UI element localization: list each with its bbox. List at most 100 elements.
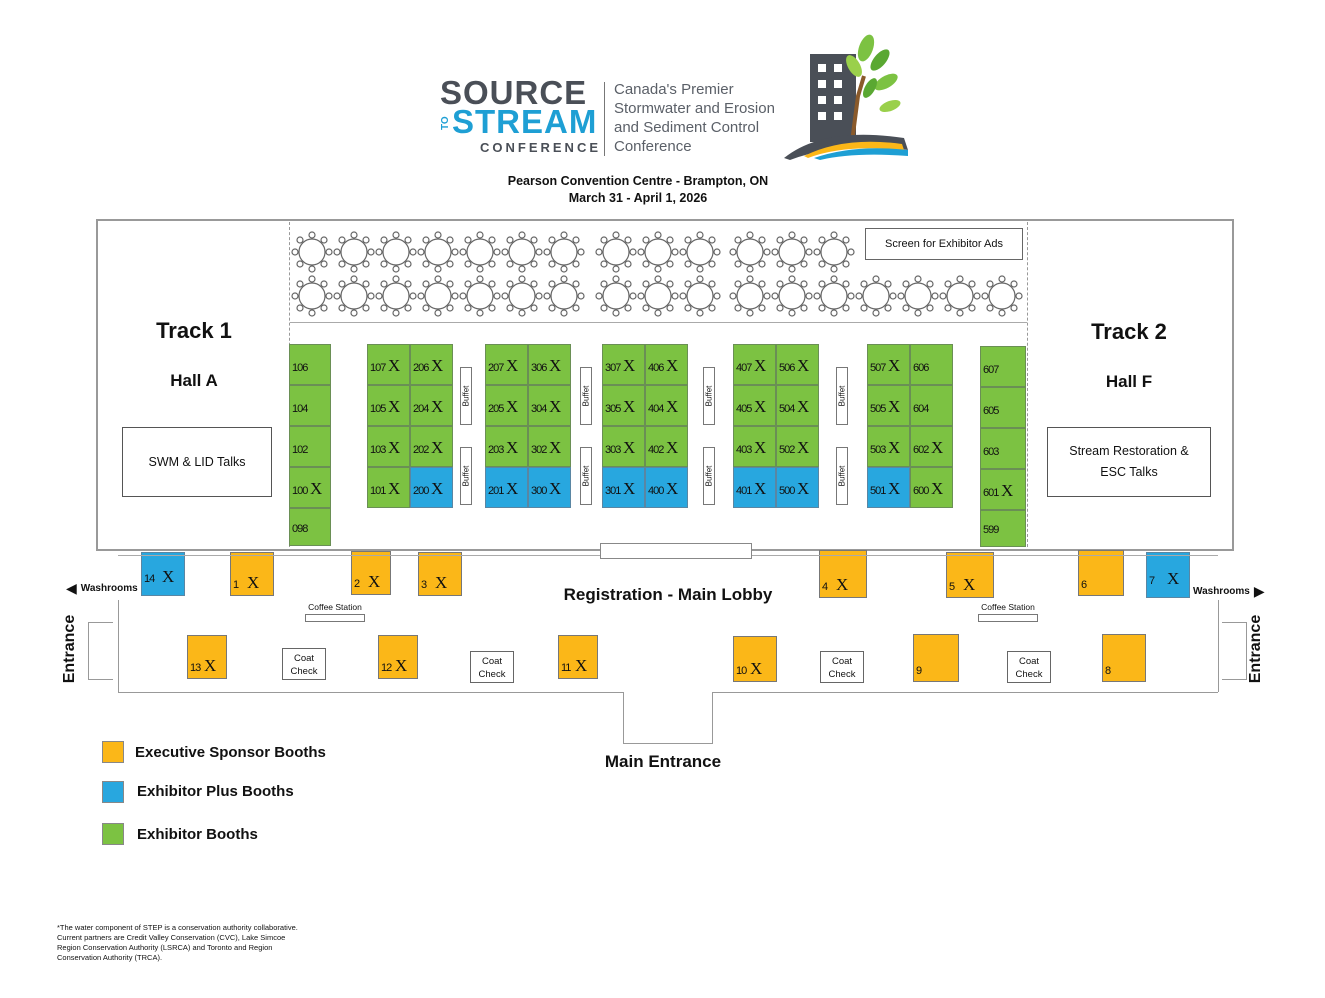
table-chair — [422, 304, 430, 312]
booth-104[interactable]: 104 — [289, 385, 331, 426]
table-chair — [830, 231, 838, 239]
table-chair — [679, 248, 687, 256]
booth-taken-mark: X — [431, 397, 444, 416]
booth-604[interactable]: 604 — [910, 385, 953, 426]
table-chair — [758, 280, 766, 288]
booth-number: 302 — [531, 444, 547, 456]
booth-6[interactable]: 6 — [1078, 550, 1124, 596]
table-chair — [842, 260, 850, 268]
legend-swatch-executive — [102, 741, 124, 763]
booth-taken-mark: X — [549, 356, 562, 375]
table-chair — [818, 260, 826, 268]
table-chair — [734, 280, 742, 288]
table-chair — [291, 248, 299, 256]
table-chair — [296, 236, 304, 244]
booth-number: 507 — [870, 362, 886, 374]
table-chair — [805, 292, 813, 300]
table-chair — [392, 309, 400, 317]
table-chair — [818, 236, 826, 244]
booth-taken-mark: X — [754, 356, 767, 375]
table-chair — [392, 265, 400, 273]
table-chair — [600, 304, 608, 312]
booth-taken-mark: X — [888, 356, 901, 375]
booth-106[interactable]: 106 — [289, 344, 331, 385]
booth-098[interactable]: 098 — [289, 508, 331, 546]
booth-599[interactable]: 599 — [980, 510, 1026, 547]
booth-605[interactable]: 605 — [980, 387, 1026, 428]
table-chair — [612, 231, 620, 239]
booth-603[interactable]: 603 — [980, 428, 1026, 469]
booth-606[interactable]: 606 — [910, 344, 953, 385]
table-chair — [842, 280, 850, 288]
legend-label-executive: Executive Sponsor Booths — [135, 744, 326, 761]
booth-number: 406 — [648, 362, 664, 374]
booth-9[interactable]: 9 — [913, 634, 959, 682]
round-table — [424, 282, 452, 310]
round-table — [550, 238, 578, 266]
table-chair — [422, 236, 430, 244]
booth-number: 306 — [531, 362, 547, 374]
table-chair — [501, 248, 509, 256]
booth-taken-mark: X — [435, 573, 448, 592]
booth-102[interactable]: 102 — [289, 426, 331, 467]
booth-8[interactable]: 8 — [1102, 634, 1146, 682]
booth-607[interactable]: 607 — [980, 346, 1026, 387]
table-chair — [684, 236, 692, 244]
footnote-line: *The water component of STEP is a conser… — [57, 923, 298, 932]
round-table — [686, 238, 714, 266]
table-chair — [296, 280, 304, 288]
